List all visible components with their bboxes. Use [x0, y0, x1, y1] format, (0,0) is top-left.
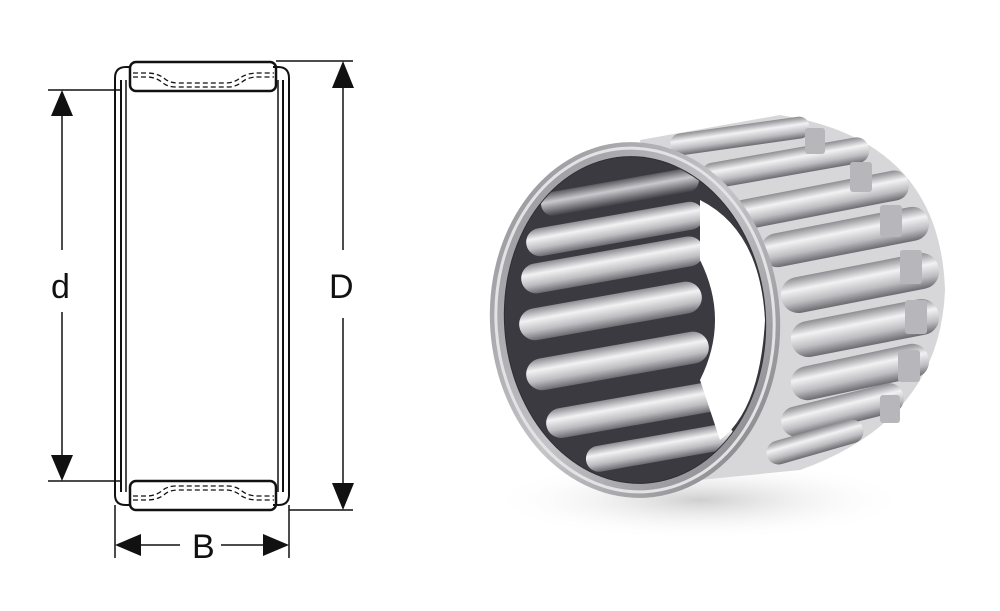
d-arrow-up	[51, 90, 73, 116]
roller-bottom	[128, 479, 278, 512]
D-arrow-up	[332, 61, 354, 88]
inner-diameter-label: d	[51, 268, 70, 306]
D-arrow-down	[332, 483, 354, 510]
B-arrow-left	[115, 534, 141, 556]
inner-rollers	[505, 155, 765, 485]
B-arrow-right	[263, 534, 289, 556]
cage-left-wall	[114, 66, 131, 506]
width-label: B	[186, 530, 221, 564]
cage-right-wall	[273, 66, 290, 506]
d-arrow-down	[51, 455, 73, 481]
roller-top	[128, 60, 278, 93]
outer-diameter-label: D	[329, 268, 354, 306]
